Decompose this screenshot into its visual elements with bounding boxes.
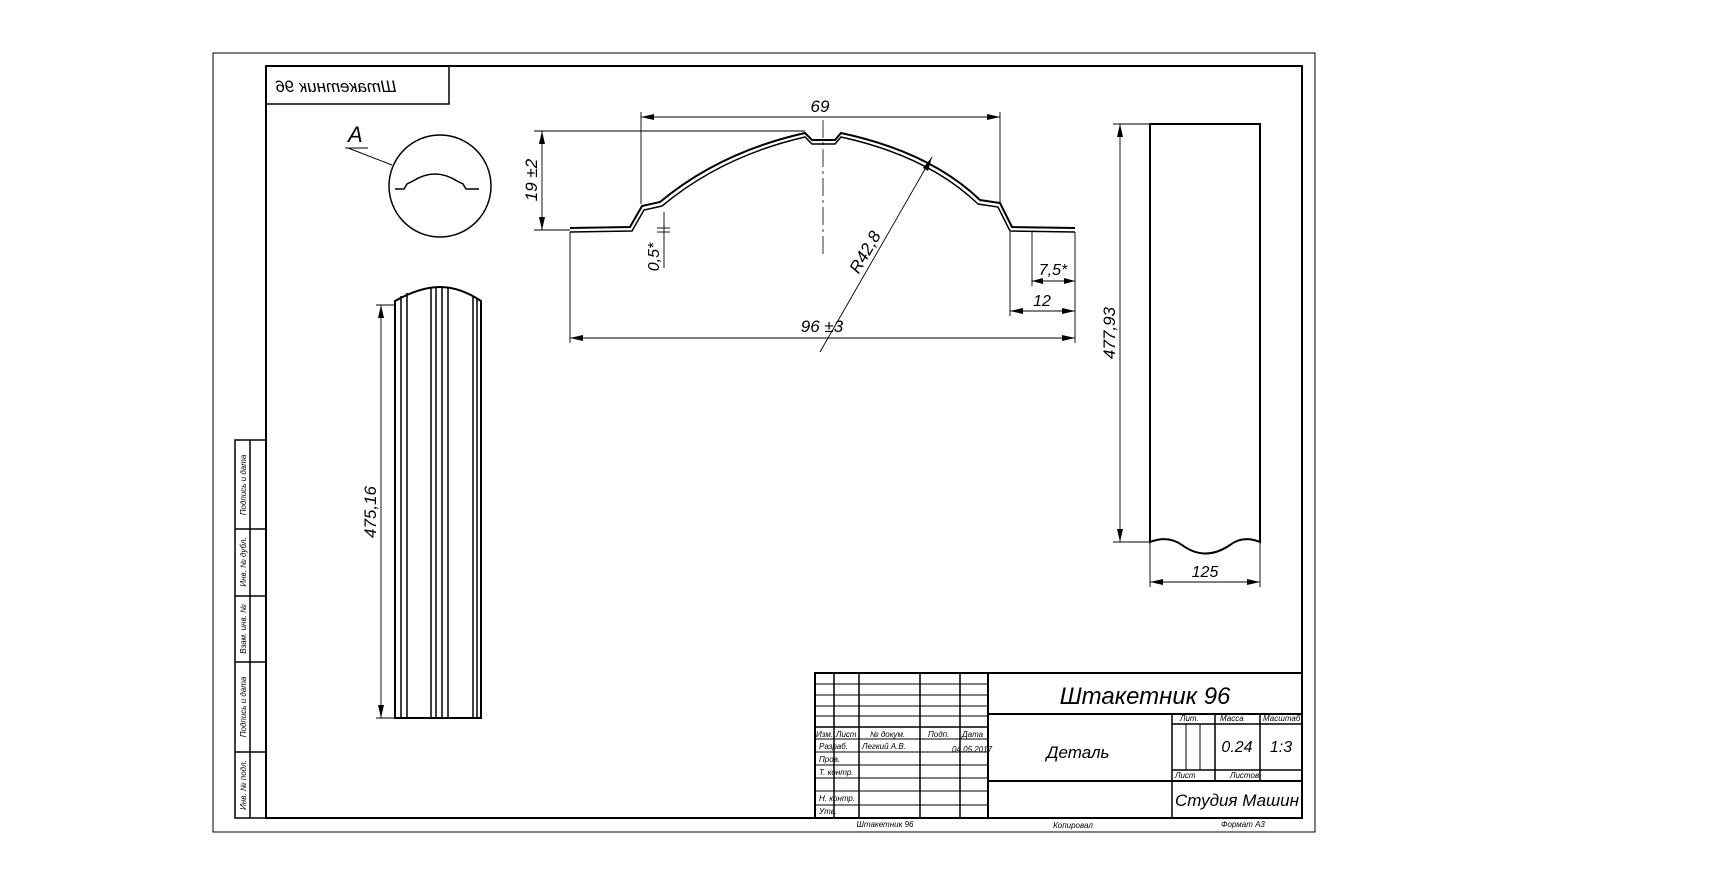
side-stamp-1: Подпись и дата [239,454,248,515]
side-stamp-3: Взам. инв. № [239,604,248,654]
row-razrab: Разраб. [819,742,848,751]
dim-total-width: 96 ±3 [801,317,844,336]
title-block-title: Штакетник 96 [1060,683,1231,710]
header-sign: Подп. [928,730,949,739]
sheet-outer-frame [212,52,1316,833]
profile-section: 69 19 ±2 0,5* R42,8 7,5* 12 [522,97,1076,353]
dim-front-length: 477,93 [1100,306,1119,359]
dim-top-width: 69 [811,97,830,116]
row-nkontr: Н. контр. [819,794,855,803]
mass-value: 0.24 [1221,739,1252,756]
mirrored-stamp-text: Штакетник 96 [275,77,397,96]
dim-front-width: 125 [1192,564,1219,581]
scale-value: 1:3 [1270,739,1292,756]
detail-view-a: A [345,122,492,238]
side-stamp-column: Подпись и дата Инв. № дубл. Взам. инв. №… [234,439,267,819]
header-lit: Лит. [1179,714,1199,723]
organization-name: Студия Машин [1175,791,1300,810]
dim-side-length: 475,16 [361,485,380,538]
side-stamp-2: Инв. № дубл. [239,537,248,586]
front-view: 477,93 125 [1100,123,1261,587]
format-label: Формат А3 [1221,820,1265,829]
header-doc-no: № докум. [870,730,905,739]
title-block: Штакетник 96 Деталь Изм. Лист № докум. П… [814,672,1303,830]
header-izm: Изм. [816,730,833,739]
dim-flange-inner: 7,5* [1039,262,1068,279]
side-view: 475,16 [361,285,482,719]
title-block-doc-type: Деталь [1045,743,1110,762]
dim-height: 19 ±2 [522,158,541,201]
row-tkontr: Т. контр. [819,768,854,777]
detail-view-label: A [346,122,363,147]
row-prov: Пров. [819,755,840,764]
header-mass: Масса [1220,714,1244,723]
row-utv: Утв. [818,807,837,816]
copied-label: Копировал [1053,821,1093,830]
side-stamp-4: Подпись и дата [239,676,248,737]
bottom-name: Штакетник 96 [857,820,914,829]
dim-flange: 12 [1033,293,1051,310]
side-stamp-5: Инв. № подл. [239,760,248,810]
dim-thickness: 0,5* [646,242,663,271]
header-sheets: Листов [1229,771,1259,780]
dim-radius: R42,8 [846,227,885,276]
mirrored-stamp: Штакетник 96 [265,65,450,105]
header-sheet: Лист [1174,771,1196,780]
developer-name: Легкий А.В. [861,742,906,751]
header-list: Лист [835,730,857,739]
header-scale: Масштаб [1263,714,1301,723]
developer-date: 04.05.2017 [952,745,993,754]
header-date: Дата [961,730,984,739]
